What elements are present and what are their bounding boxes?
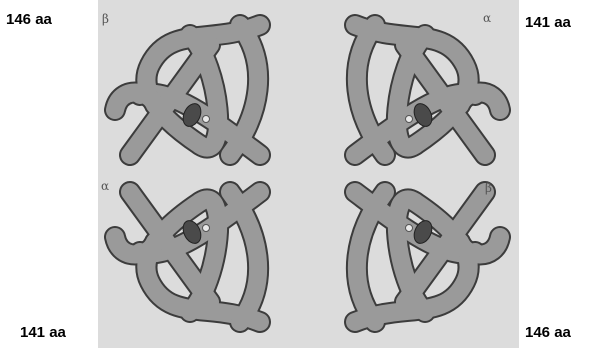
subunit-letter-top-right: α — [483, 11, 491, 25]
residue-count-bottom-left: 141 aa — [20, 324, 66, 341]
subunit-letter-bottom-left: α — [101, 179, 109, 193]
residue-count-bottom-right: 146 aa — [525, 324, 571, 341]
subunit-letter-bottom-right: β — [485, 181, 492, 195]
residue-count-top-left: 146 aa — [6, 11, 52, 28]
residue-count-top-right: 141 aa — [525, 14, 571, 31]
subunit-letter-top-left: β — [102, 12, 109, 26]
